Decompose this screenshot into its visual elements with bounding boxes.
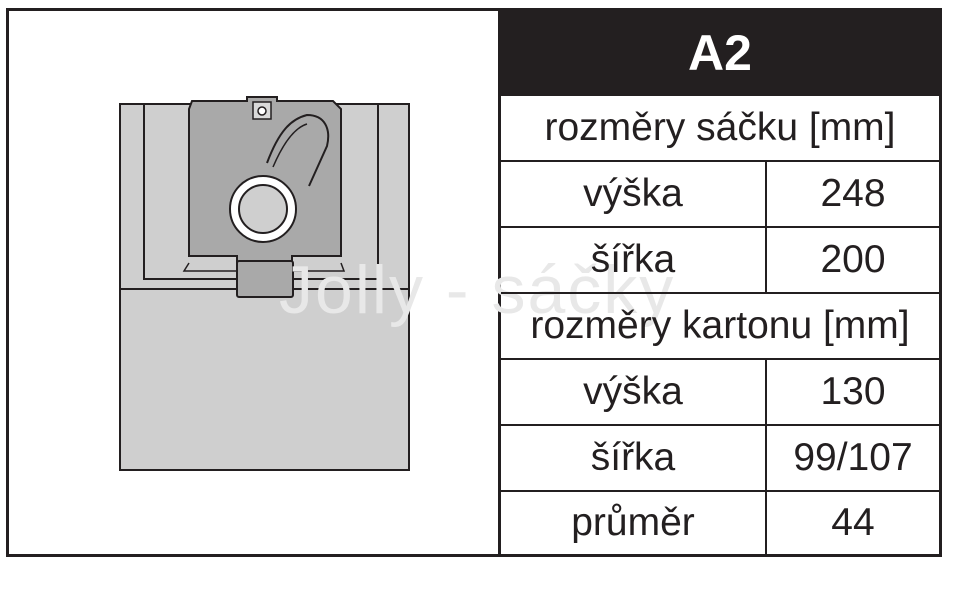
row-value: 99/107 (793, 436, 913, 479)
table-row: výška 130 (501, 358, 939, 424)
model-code: A2 (501, 11, 939, 94)
section-title-carton: rozměry kartonu [mm] (501, 292, 939, 358)
flap-shape-inner (272, 123, 308, 168)
table-row: šířka 99/107 (501, 424, 939, 490)
hang-hole (257, 106, 267, 116)
row-value: 130 (820, 370, 886, 413)
row-value: 200 (820, 238, 886, 281)
illustration-panel (9, 11, 501, 554)
row-label: šířka (501, 426, 767, 490)
vacuum-bag-illustration (119, 96, 410, 471)
section-title-text: rozměry kartonu [mm] (530, 304, 910, 347)
table-row: šířka 200 (501, 226, 939, 292)
row-label: výška (501, 162, 767, 226)
watermark-text: Jolly - sáčky (279, 252, 676, 328)
section-title-bag: rozměry sáčku [mm] (501, 94, 939, 160)
section-title-text: rozměry sáčku [mm] (544, 106, 896, 149)
product-card: Jolly - sáčky A2 rozměry sáčku [mm] výšk… (6, 8, 942, 557)
table-row: výška 248 (501, 160, 939, 226)
bottom-notches (182, 262, 346, 272)
table-row: průměr 44 (501, 490, 939, 554)
bottom-tab (236, 260, 294, 298)
opening-hole (238, 184, 288, 234)
spec-table: A2 rozměry sáčku [mm] výška 248 šířka 20… (501, 11, 939, 554)
row-label: výška (501, 360, 767, 424)
flap-shape (266, 113, 330, 187)
row-label: šířka (501, 228, 767, 292)
row-label: průměr (501, 492, 767, 554)
row-value: 44 (831, 501, 875, 544)
row-value: 248 (820, 172, 886, 215)
